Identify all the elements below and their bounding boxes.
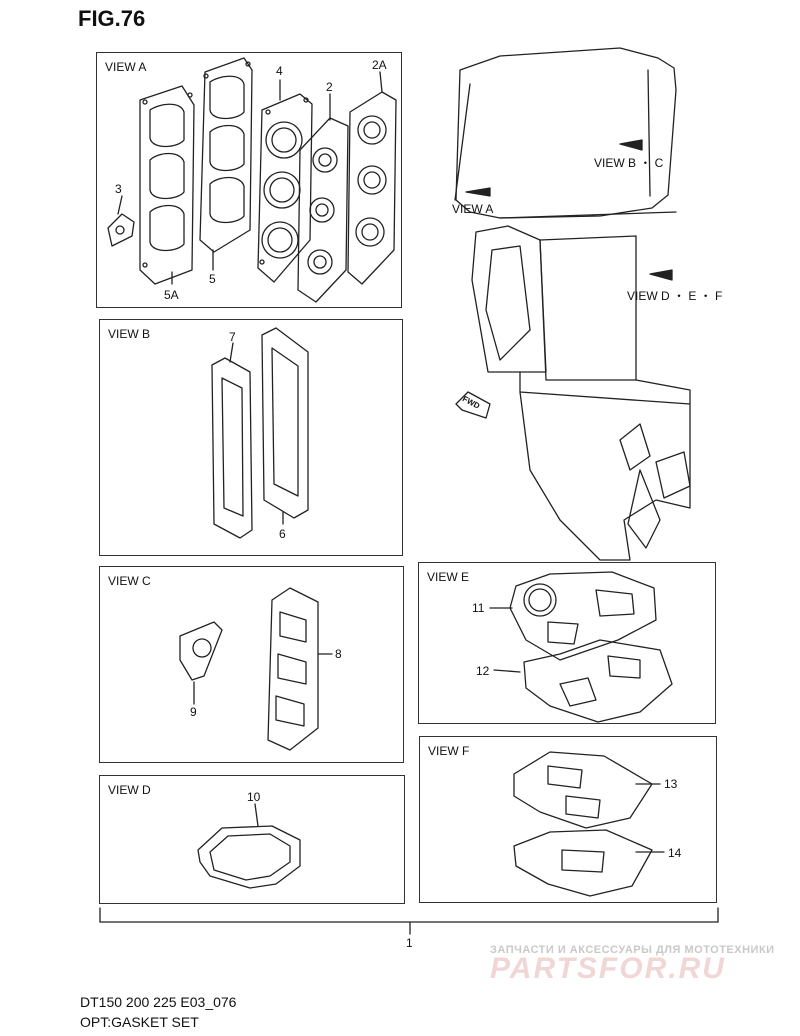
view-e-panel: VIEW E — [418, 562, 716, 724]
callout-14: 14 — [668, 846, 682, 860]
gasket-10 — [197, 825, 301, 889]
outboard-engine — [454, 47, 691, 561]
view-c-label: VIEW C — [108, 574, 151, 588]
callout-7: 7 — [229, 330, 236, 344]
gasket-5 — [199, 57, 253, 253]
view-a-label: VIEW A — [105, 60, 147, 74]
gasket-12 — [523, 639, 673, 723]
callout-9: 9 — [190, 705, 197, 719]
watermark-tagline: ЗАПЧАСТИ И АКСЕССУАРЫ ДЛЯ МОТОТЕХНИКИ — [490, 944, 775, 956]
view-f-label: VIEW F — [428, 744, 470, 758]
callout-1: 1 — [406, 936, 413, 950]
callout-8: 8 — [335, 647, 342, 661]
footer-model: DT150 200 225 E03_076 — [80, 994, 237, 1010]
view-c-panel: VIEW C — [99, 566, 404, 763]
pointer-view-a: VIEW A — [452, 202, 494, 216]
gasket-3 — [107, 213, 135, 247]
callout-5a: 5A — [164, 288, 179, 302]
gasket-5a — [139, 85, 195, 285]
footer-name: OPT:GASKET SET — [80, 1014, 199, 1030]
gasket-8 — [267, 587, 319, 751]
view-d-label: VIEW D — [108, 783, 151, 797]
gasket-14 — [513, 829, 653, 897]
callout-11: 11 — [472, 601, 485, 615]
callout-10: 10 — [247, 790, 261, 804]
callout-6: 6 — [279, 527, 286, 541]
view-e-label: VIEW E — [427, 570, 470, 584]
figure-title: FIG.76 — [78, 6, 146, 31]
set-bracket — [99, 907, 719, 935]
view-b-panel: VIEW B — [99, 319, 403, 556]
gasket-6 — [261, 327, 309, 519]
view-f-panel: VIEW F — [419, 736, 717, 903]
view-a-panel: VIEW A — [96, 52, 402, 308]
gasket-7 — [211, 357, 253, 539]
watermark-logo: PARTSFOR.RU — [490, 952, 726, 985]
callout-12: 12 — [476, 664, 490, 678]
callout-5: 5 — [209, 272, 216, 286]
gasket-9 — [179, 621, 223, 681]
gasket-13 — [513, 751, 653, 829]
view-d-panel: VIEW D — [99, 775, 405, 904]
callout-2: 2 — [326, 80, 333, 94]
callout-13: 13 — [664, 777, 678, 791]
gasket-11 — [509, 571, 657, 661]
pointer-view-def: VIEW D ・ E ・ F — [627, 289, 723, 303]
pointer-view-bc: VIEW B ・ C — [594, 156, 664, 170]
callout-4: 4 — [276, 64, 283, 78]
view-b-label: VIEW B — [108, 327, 151, 341]
callout-3: 3 — [115, 182, 122, 196]
callout-2a: 2A — [372, 58, 387, 72]
gasket-4 — [257, 93, 313, 283]
